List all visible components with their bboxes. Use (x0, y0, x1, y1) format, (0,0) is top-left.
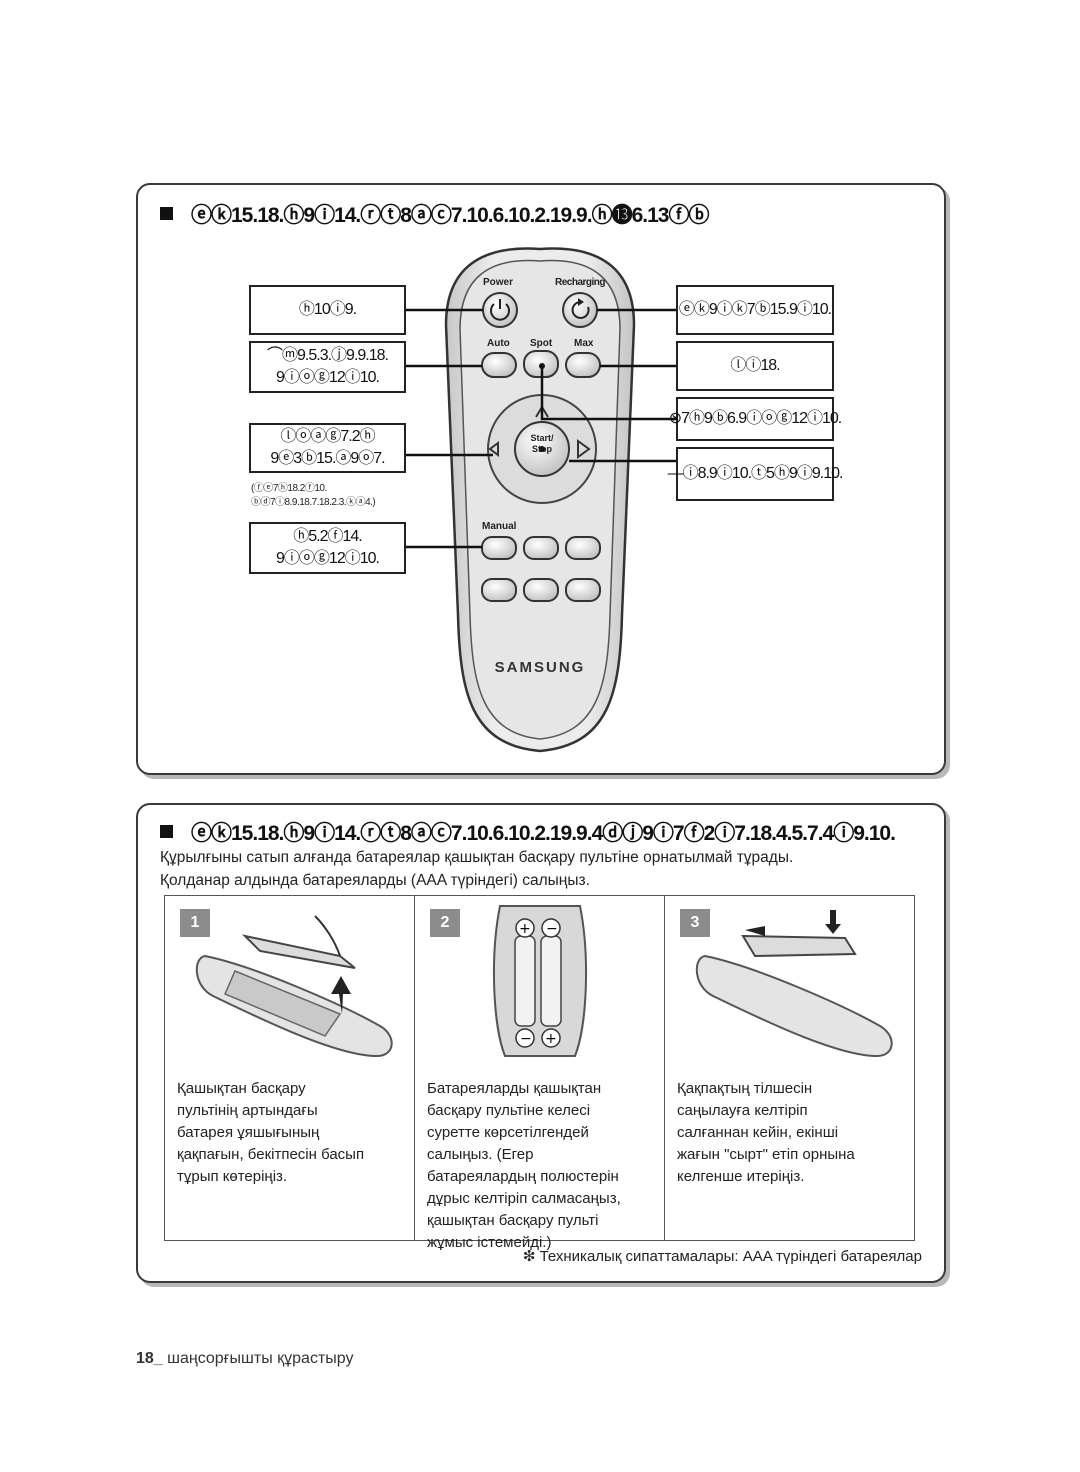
spot-button[interactable]: Spot (530, 338, 553, 349)
recharging-button[interactable]: Recharging (555, 277, 606, 288)
callout-start-stop: —ⓘ8.9ⓘ10.ⓣ5ⓗ9ⓘ9.10. (668, 447, 843, 501)
callout-manual: ⓗ5.2ⓕ14.9ⓘⓞⓖ12ⓘ10. (249, 522, 406, 574)
bullet-square (160, 207, 173, 220)
callout-lines (406, 308, 676, 549)
max-button[interactable]: Max (574, 338, 594, 349)
battery-install-panel: ⓔⓚ15.18.ⓗ9ⓘ14.ⓡⓣ8ⓐⓒ7.10.6.10.2.19.9.4ⓓⓙ9… (136, 803, 946, 1283)
max-button-shape (565, 352, 601, 378)
intro-line-1: Құрылғыны сатып алғанда батареялар қашық… (160, 849, 794, 866)
step-cell-2: + − − + 2 Батареяларды қашықтан басқару … (414, 895, 665, 1251)
start-stop-button[interactable]: Start/Stop (530, 433, 554, 454)
step-number-3: 3 (679, 908, 711, 938)
step-number-1: 1 (179, 908, 211, 938)
cover-closing-illustration (695, 910, 893, 1058)
callout-spot: ⊗7ⓗ9ⓑ6.9ⓘⓞⓖ12ⓘ10. (669, 397, 842, 441)
step-number-2: 2 (429, 908, 461, 938)
recharging-icon (571, 301, 590, 319)
svg-text:+: + (519, 921, 531, 937)
step-text-1: Қашықтан басқару пультінің артындағы бат… (177, 1080, 365, 1185)
direction-note-1: (ⓕⓔ7ⓗ18.2ⓕ10. (251, 483, 327, 494)
svg-text:−: − (520, 1031, 532, 1047)
callout-auto: ⌒ⓜ9.5.3.ⓙ9.9.18.9ⓘⓞⓖ12ⓘ10. (249, 341, 406, 393)
manual-buttons-grid (481, 536, 601, 602)
steps-table: 1 Қашықтан басқару пультінің артындағы б… (164, 895, 915, 1251)
manual-button[interactable]: Manual (482, 521, 517, 532)
page-footer: 18_ шаңсорғышты құрастыру (136, 1350, 353, 1368)
power-button-shape (482, 292, 518, 328)
power-button[interactable]: Power (483, 277, 514, 288)
remote-control-illustration (406, 247, 676, 753)
page-number: 18_ (136, 1350, 163, 1367)
step-text-2: Батареяларды қашықтан басқару пультіне к… (427, 1080, 621, 1251)
auto-button-shape (481, 352, 517, 378)
power-icon (490, 303, 510, 321)
arrow-left-icon (488, 441, 499, 457)
arrow-right-icon (577, 439, 591, 459)
recharging-button-shape (562, 292, 598, 328)
callout-max: ⓛⓘ18. (676, 341, 834, 391)
footer-text: шаңсорғышты құрастыру (162, 1350, 354, 1367)
section-title-2: ⓔⓚ15.18.ⓗ9ⓘ14.ⓡⓣ8ⓐⓒ7.10.6.10.2.19.9.4ⓓⓙ9… (160, 817, 896, 847)
bullet-square (160, 825, 173, 838)
section-title: ⓔⓚ15.18.ⓗ9ⓘ14.ⓡⓣ8ⓐⓒ7.10.6.10.2.19.9.ⓗ⓭6.… (160, 199, 709, 229)
direction-note-2: ⓑⓓ7ⓘ8.9.18.7.18.2.3.ⓚⓐ4.) (251, 497, 376, 508)
step-cell-1: 1 Қашықтан басқару пультінің артындағы б… (164, 895, 415, 1241)
svg-text:+: + (545, 1031, 557, 1047)
step-text-3: Қақпақтың тілшесін саңылауға келтіріп са… (677, 1080, 855, 1185)
svg-text:−: − (546, 921, 558, 937)
remote-back-illustration (195, 915, 393, 1058)
samsung-logo: SAMSUNG (494, 659, 586, 676)
intro-line-2: Қолданар алдында батареяларды (AAA түрін… (160, 872, 590, 889)
remote-diagram-panel: ⓔⓚ15.18.ⓗ9ⓘ14.ⓡⓣ8ⓐⓒ7.10.6.10.2.19.9.ⓗ⓭6.… (136, 183, 946, 775)
step-cell-3: 3 Қақпақтың тілшесін саңылауға келтіріп … (664, 895, 915, 1241)
callout-power: ⓗ10ⓘ9. (249, 285, 406, 335)
battery-compartment-illustration: + − − + (493, 905, 587, 1057)
specification-footnote: ❇ Техникалық сипаттамалары: AAA түріндег… (522, 1248, 922, 1265)
auto-button[interactable]: Auto (487, 338, 510, 349)
callout-recharging: ⓔⓚ9ⓘⓚ7ⓑ15.9ⓘ10. (676, 285, 834, 335)
